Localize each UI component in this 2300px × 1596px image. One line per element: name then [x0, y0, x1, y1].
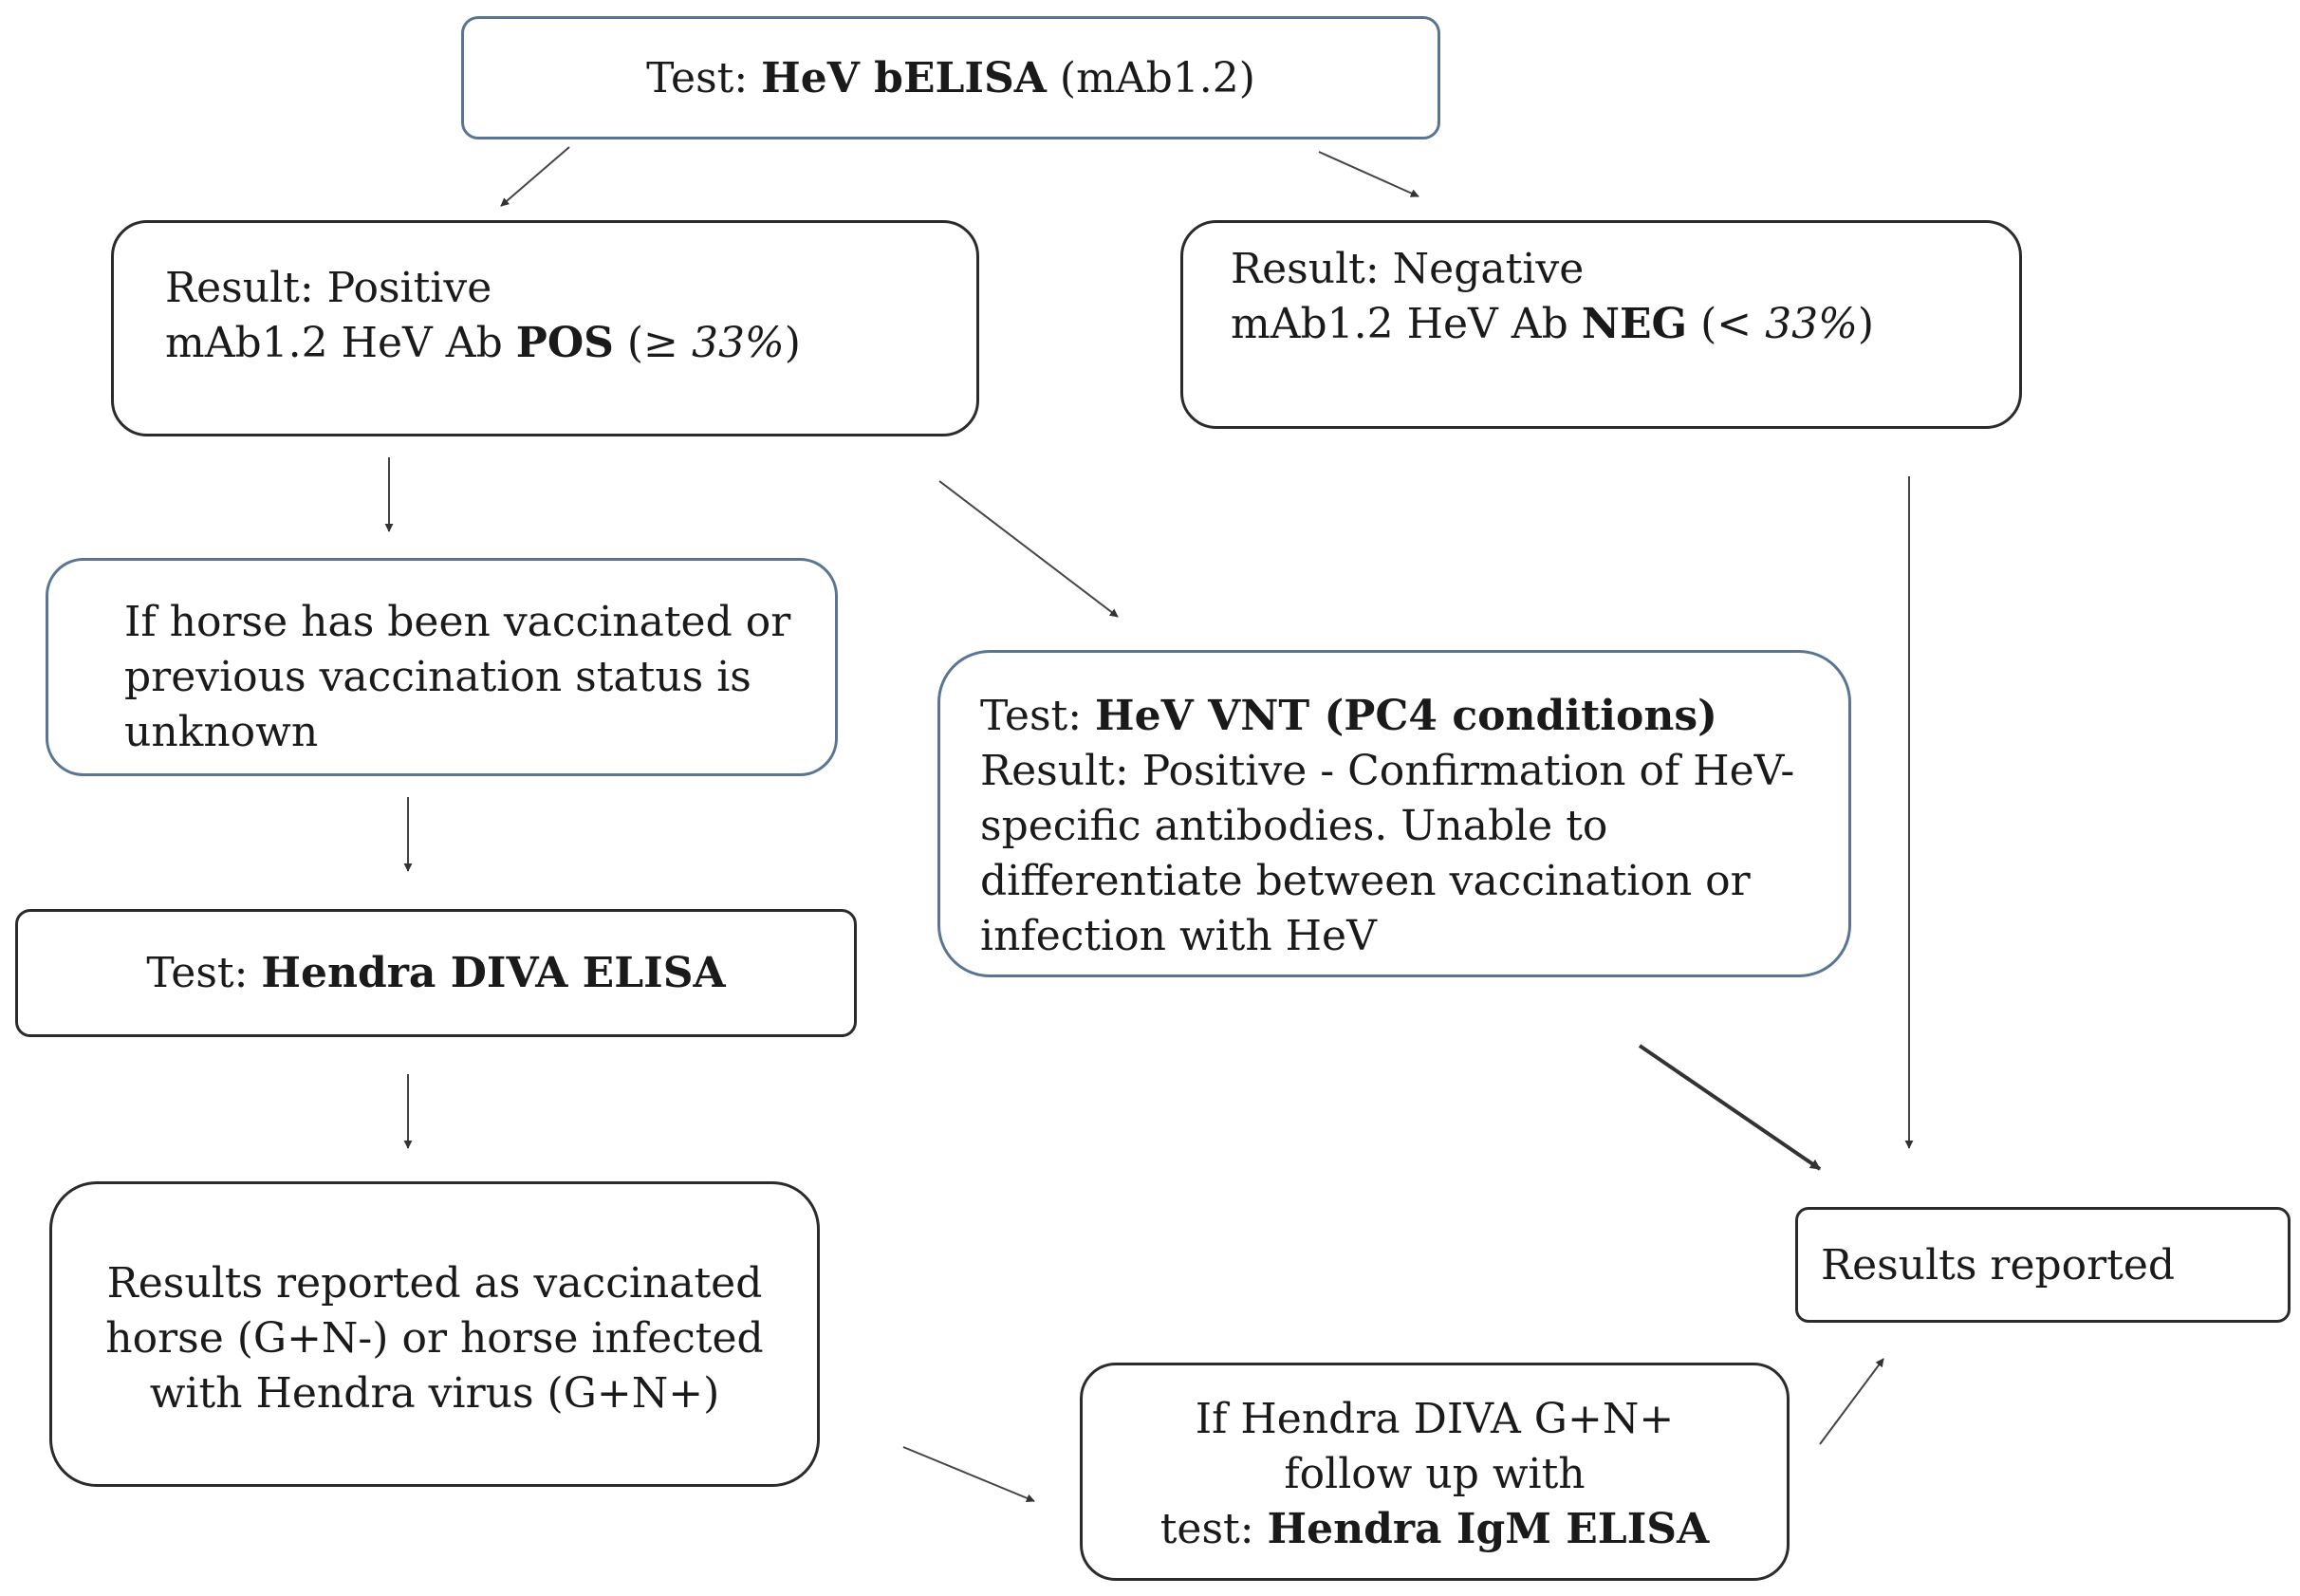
positive-status: POS — [515, 319, 614, 367]
diva-test-name: Hendra DIVA ELISA — [261, 949, 726, 997]
result-positive-box: Result: Positive mAb1.2 HeV Ab POS (≥ 33… — [111, 220, 979, 436]
vnt-result-line: Result: Positive - Confirmation of HeV- — [980, 747, 1795, 795]
diva-prefix: Test: — [146, 949, 262, 997]
arrow-top-to-positive — [500, 146, 570, 207]
result-negative-box: Result: Negative mAb1.2 HeV Ab NEG (< 33… — [1180, 220, 2022, 429]
positive-paren-open: ( — [613, 319, 644, 367]
positive-ab-label: mAb1.2 HeV Ab — [165, 319, 516, 367]
vnt-prefix: Test: — [980, 692, 1096, 740]
negative-title: Result: Negative — [1231, 245, 1585, 293]
arrow-vnt-to-reported — [1638, 1044, 1822, 1171]
vaccination-line-1: If horse has been vaccinated or — [124, 598, 791, 646]
diva-results-line-3: with Hendra virus (G+N+) — [149, 1369, 720, 1418]
vnt-line-3: specific antibodies. Unable to — [980, 802, 1608, 850]
arrow-results-to-igm — [902, 1446, 1035, 1503]
negative-ab-label: mAb1.2 HeV Ab — [1231, 300, 1582, 348]
igm-line-2: follow up with — [1284, 1450, 1586, 1498]
arrow-igm-to-reported — [1819, 1358, 1884, 1445]
negative-threshold: < 33% — [1716, 300, 1858, 348]
igm-prefix: test: — [1159, 1505, 1268, 1553]
vnt-test-name: HeV VNT (PC4 conditions) — [1095, 692, 1717, 740]
test-prefix: Test: — [646, 54, 762, 102]
igm-test-name: Hendra IgM ELISA — [1267, 1505, 1710, 1553]
diva-test-box: Test: Hendra DIVA ELISA — [15, 909, 857, 1037]
vnt-line-5: infection with HeV — [980, 912, 1377, 960]
bELISA-test-box: Test: HeV bELISA (mAb1.2) — [461, 16, 1440, 139]
vaccination-status-box: If horse has been vaccinated or previous… — [46, 558, 838, 776]
diva-results-line-2: horse (G+N-) or horse infected — [105, 1314, 764, 1363]
diva-results-box: Results reported as vaccinated horse (G+… — [49, 1181, 820, 1487]
vnt-line-4: differentiate between vaccination or — [980, 857, 1751, 905]
vnt-test-box: Test: HeV VNT (PC4 conditions) Result: P… — [937, 650, 1851, 977]
vaccination-line-3: unknown — [124, 708, 319, 756]
results-reported-box: Results reported — [1795, 1207, 2291, 1323]
negative-status: NEG — [1581, 300, 1688, 348]
arrow-positive-to-vnt — [938, 480, 1119, 618]
igm-line-1: If Hendra DIVA G+N+ — [1195, 1395, 1675, 1443]
positive-title: Result: Positive — [165, 264, 492, 312]
positive-paren-close: ) — [784, 319, 801, 367]
diva-results-line-1: Results reported as vaccinated — [106, 1259, 763, 1308]
arrow-top-to-negative — [1318, 151, 1419, 197]
negative-paren-open: ( — [1687, 300, 1717, 348]
test-suffix: (mAb1.2) — [1046, 54, 1255, 102]
vaccination-line-2: previous vaccination status is — [124, 653, 751, 701]
positive-threshold: ≥ 33% — [643, 319, 785, 367]
igm-followup-box: If Hendra DIVA G+N+ follow up with test:… — [1080, 1363, 1790, 1581]
negative-paren-close: ) — [1857, 300, 1875, 348]
results-reported-label: Results reported — [1821, 1241, 2176, 1290]
test-name: HeV bELISA — [761, 54, 1047, 102]
